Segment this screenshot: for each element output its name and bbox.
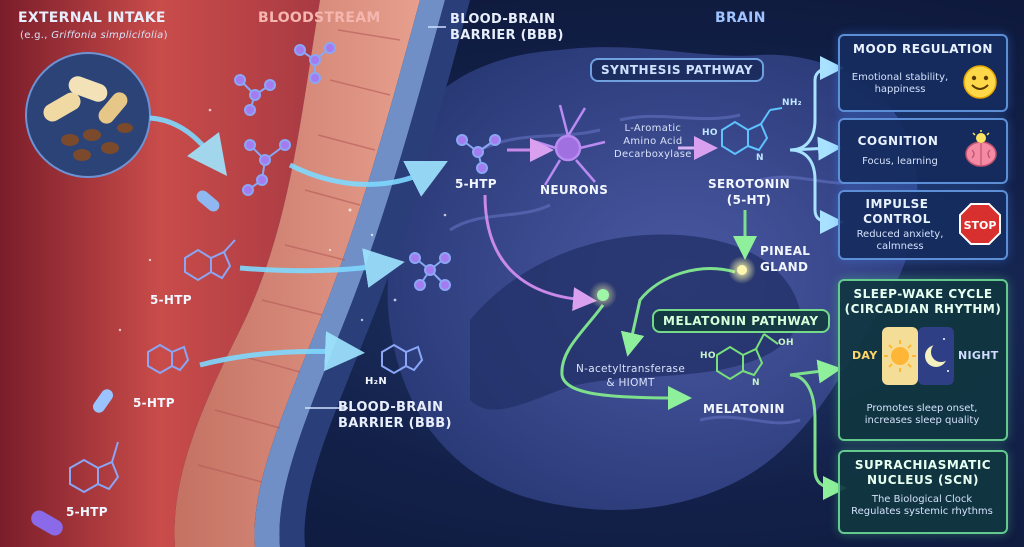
impulse-control-card: IMPULSE CONTROL Reduced anxiety, calmnes… xyxy=(838,190,1008,260)
intake-circle xyxy=(25,52,151,178)
absorption-arrows xyxy=(149,115,448,372)
vessel-capsules xyxy=(31,190,220,536)
melatonin-label: MELATONIN xyxy=(703,402,785,416)
pineal-gland-label: PINEAL GLAND xyxy=(760,243,810,275)
blood-5htp-label-1: 5-HTP xyxy=(150,293,192,307)
sleep-title1: SLEEP-WAKE CYCLE xyxy=(853,287,993,301)
bbb-top-label: BLOOD-BRAIN BARRIER (BBB) xyxy=(450,12,564,44)
mood-regulation-card: MOOD REGULATION Emotional stability, hap… xyxy=(838,34,1008,112)
sleep-title2: (CIRCADIAN RHYTHM) xyxy=(844,302,1002,316)
moon-icon xyxy=(925,338,951,372)
neurons-label: NEURONS xyxy=(540,183,609,197)
melatonin-pathway-label: MELATONIN PATHWAY xyxy=(652,309,830,333)
impulse-desc: Reduced anxiety, calmness xyxy=(844,229,956,253)
impulse-title1: IMPULSE xyxy=(865,197,929,211)
serotonin-nh2: NH₂ xyxy=(782,98,802,108)
scn-desc: The Biological Clock Regulates systemic … xyxy=(844,494,1000,518)
night-label: NIGHT xyxy=(958,349,999,362)
sleep-desc: Promotes sleep onset, increases sleep qu… xyxy=(844,403,1000,427)
cognition-line1: Focus, learning xyxy=(862,156,938,167)
enzyme-line2: Amino Acid xyxy=(623,136,683,147)
stop-sign-icon: STOP xyxy=(959,203,1001,245)
bbb-bottom-line2: BARRIER (BBB) xyxy=(338,416,452,431)
serotonin-arrows xyxy=(483,136,718,312)
day-night-icon xyxy=(882,327,954,385)
scn-title: SUPRACHIASMATIC NUCLEUS (SCN) xyxy=(840,458,1006,488)
external-intake-note: (e.g., Griffonia simplicifolia) xyxy=(20,30,168,41)
serotonin-ho: HO xyxy=(702,128,718,138)
sleep-wake-card: SLEEP-WAKE CYCLE (CIRCADIAN RHYTHM) DAY … xyxy=(838,279,1008,441)
smiley-face-icon xyxy=(963,65,997,99)
brain-illustration xyxy=(387,47,918,510)
melatonin-ho: HO xyxy=(700,351,716,361)
sleep-title: SLEEP-WAKE CYCLE (CIRCADIAN RHYTHM) xyxy=(840,287,1006,317)
scn-title1: SUPRACHIASMATIC xyxy=(854,458,992,472)
sleep-line2: increases sleep quality xyxy=(864,415,980,426)
scn-line2: Regulates systemic rhythms xyxy=(851,506,993,517)
melatonin-n: N xyxy=(752,378,760,388)
scn-card: SUPRACHIASMATIC NUCLEUS (SCN) The Biolog… xyxy=(838,450,1008,534)
melatonin-enzyme-line1: N-acetyltransferase xyxy=(576,363,686,375)
day-label: DAY xyxy=(852,349,878,362)
melatonin-arrows xyxy=(560,210,847,500)
cognition-card: COGNITION Focus, learning xyxy=(838,118,1008,184)
external-intake-note-species: Griffonia simplicifolia xyxy=(51,30,164,41)
decarboxylase-label: L-Aromatic Amino Acid Decarboxylase xyxy=(614,122,692,161)
serotonin-label: SEROTONIN (5-HT) xyxy=(708,176,790,208)
external-intake-title: EXTERNAL INTAKE xyxy=(18,10,166,26)
sun-icon xyxy=(884,340,916,372)
cognition-title: COGNITION xyxy=(857,134,939,148)
external-intake-note-prefix: (e.g., xyxy=(20,30,52,41)
synthesis-pathway-label: SYNTHESIS PATHWAY xyxy=(590,58,765,82)
melatonin-enzymes-label: N-acetyltransferase & HIOMT xyxy=(576,362,685,390)
scn-line1: The Biological Clock xyxy=(871,494,973,505)
serotonin-line2: (5-HT) xyxy=(726,193,772,207)
serotonin-n: N xyxy=(756,153,764,163)
serotonin-line1: SEROTONIN xyxy=(708,177,790,191)
molecule-icon xyxy=(69,42,501,494)
sparkles xyxy=(118,108,447,332)
melatonin-oh: OH xyxy=(778,338,794,348)
brain-lightbulb-icon xyxy=(965,130,997,167)
bbb-top-line1: BLOOD-BRAIN xyxy=(450,12,556,27)
blood-5htp-label-2: 5-HTP xyxy=(133,396,175,410)
seed-icon xyxy=(61,123,133,161)
stop-sign-text: STOP xyxy=(964,219,997,232)
mood-line2: happiness xyxy=(874,84,926,95)
enzyme-line1: L-Aromatic xyxy=(624,123,682,134)
enzyme-line3: Decarboxylase xyxy=(614,149,692,160)
brain-5htp-label: 5-HTP xyxy=(455,177,497,191)
impulse-title: IMPULSE CONTROL xyxy=(840,197,954,227)
mood-title: MOOD REGULATION xyxy=(853,42,993,56)
scn-title2: NUCLEUS (SCN) xyxy=(867,473,979,487)
impulse-line2: calmness xyxy=(876,241,924,252)
mood-line1: Emotional stability, xyxy=(851,72,949,83)
external-intake-note-suffix: ) xyxy=(163,30,168,41)
bbb-bottom-line1: BLOOD-BRAIN xyxy=(338,400,444,415)
pineal-line2: GLAND xyxy=(760,260,809,274)
pineal-gland-glow xyxy=(589,256,756,309)
bbb-bottom-label: BLOOD-BRAIN BARRIER (BBB) xyxy=(338,400,452,432)
pineal-line1: PINEAL xyxy=(760,244,811,258)
brain-label: BRAIN xyxy=(715,10,766,26)
serotonin-structure xyxy=(721,107,783,156)
mood-desc: Emotional stability, happiness xyxy=(844,72,956,96)
sleep-line1: Promotes sleep onset, xyxy=(866,403,978,414)
melatonin-structure xyxy=(716,333,779,381)
bloodstream-label: BLOODSTREAM xyxy=(258,10,381,26)
capsule-icon xyxy=(43,76,128,124)
impulse-line1: Reduced anxiety, xyxy=(856,229,944,240)
melatonin-enzyme-line2: & HIOMT xyxy=(606,377,655,389)
blood-5htp-label-3: 5-HTP xyxy=(66,505,108,519)
effect-arrows xyxy=(789,56,844,234)
impulse-title2: CONTROL xyxy=(863,212,931,226)
bbb-top-line2: BARRIER (BBB) xyxy=(450,28,564,43)
h2n-label: H₂N xyxy=(365,376,388,387)
